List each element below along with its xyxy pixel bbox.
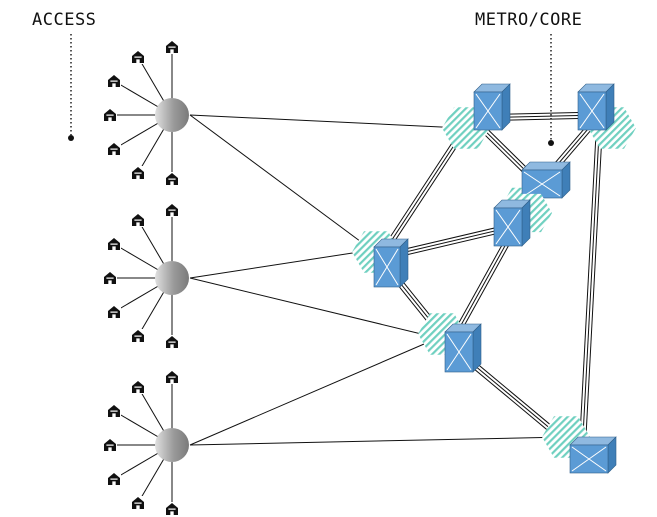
router-box-icon (444, 323, 482, 373)
router-box-icon (373, 238, 409, 288)
access-layer (103, 40, 189, 516)
access-hub-node (155, 261, 189, 295)
hub-1 (103, 40, 189, 186)
hub-2 (103, 203, 189, 349)
router-box-icon (493, 199, 531, 247)
router-box-icon (521, 161, 571, 199)
access-hub-node (155, 428, 189, 462)
access-leader-dot (68, 135, 74, 141)
access-hub-node (155, 98, 189, 132)
hub-3 (103, 370, 189, 516)
core-top-left (442, 83, 511, 149)
access-label: ACCESS (32, 10, 97, 30)
core-top-right (577, 83, 636, 149)
metro-core-label: METRO/CORE (475, 10, 583, 30)
router-box-icon (577, 83, 615, 131)
metro-leader-dot (548, 140, 554, 146)
router-box-icon (473, 83, 511, 131)
core-link (578, 114, 604, 456)
label-leaders (70, 34, 552, 141)
router-box-icon (569, 436, 617, 474)
core-layer (352, 83, 636, 474)
core-center-right (493, 193, 552, 247)
core-mid-left (352, 231, 409, 288)
access-uplinks (189, 114, 567, 446)
core-bottom-right (542, 416, 617, 474)
core-lower-mid (418, 313, 482, 373)
